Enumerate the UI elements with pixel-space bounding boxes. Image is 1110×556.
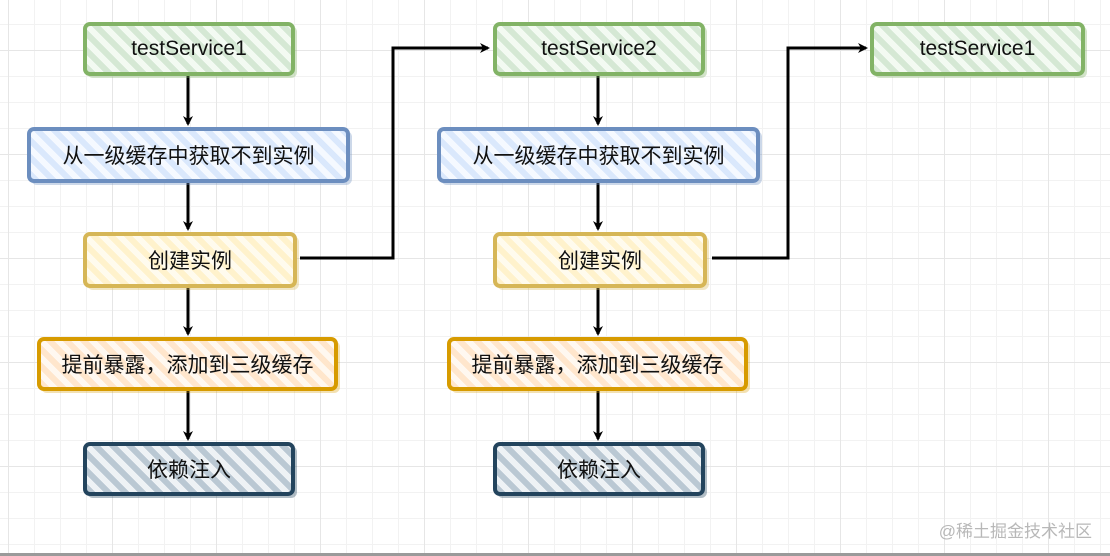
node-label: 创建实例 xyxy=(558,250,642,273)
node-early-expose[interactable]: 提前暴露，添加到三级缓存 xyxy=(447,337,748,391)
node-label: 从一级缓存中获取不到实例 xyxy=(472,145,725,168)
node-label: 从一级缓存中获取不到实例 xyxy=(62,145,315,168)
node-label: 提前暴露，添加到三级缓存 xyxy=(61,354,314,377)
node-label: testService1 xyxy=(919,37,1036,60)
node-early-expose[interactable]: 提前暴露，添加到三级缓存 xyxy=(37,337,338,391)
node-label: 创建实例 xyxy=(148,250,232,273)
node-label: 依赖注入 xyxy=(147,459,231,482)
watermark: @稀土掘金技术社区 xyxy=(938,522,1092,541)
node-label: testService1 xyxy=(131,37,247,60)
node-get-from-first-cache[interactable]: 从一级缓存中获取不到实例 xyxy=(27,127,350,183)
node-testservice2[interactable]: testService2 xyxy=(493,22,705,76)
node-get-from-first-cache[interactable]: 从一级缓存中获取不到实例 xyxy=(437,127,760,183)
node-create-instance[interactable]: 创建实例 xyxy=(83,232,297,288)
bottom-border xyxy=(0,553,1110,556)
node-label: testService2 xyxy=(541,37,657,60)
node-testservice1-again[interactable]: testService1 xyxy=(870,22,1085,76)
node-testservice1[interactable]: testService1 xyxy=(83,22,295,76)
node-dependency-injection[interactable]: 依赖注入 xyxy=(83,442,295,496)
node-label: 提前暴露，添加到三级缓存 xyxy=(471,354,724,377)
node-dependency-injection[interactable]: 依赖注入 xyxy=(493,442,705,496)
node-create-instance[interactable]: 创建实例 xyxy=(493,232,707,288)
node-label: 依赖注入 xyxy=(557,459,641,482)
